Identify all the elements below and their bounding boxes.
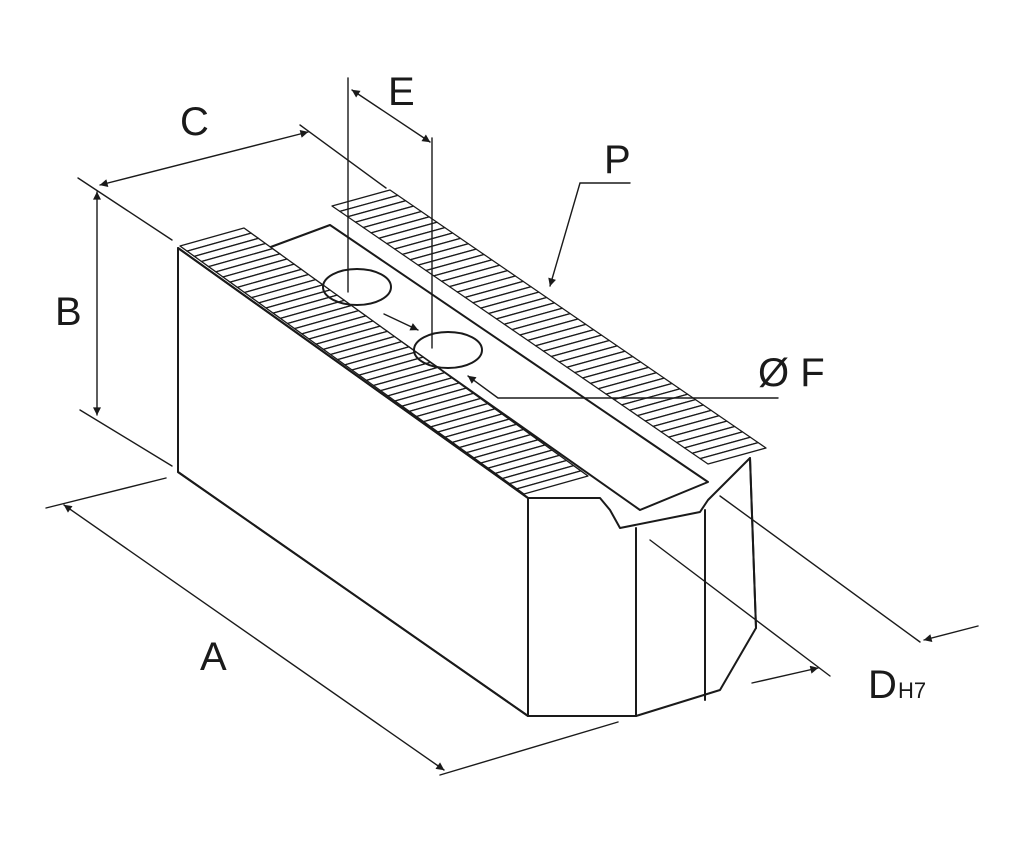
dimension-lines bbox=[45, 77, 979, 776]
mounting-holes bbox=[322, 268, 483, 369]
dim-d-line-left bbox=[751, 665, 819, 684]
dim-p-leader bbox=[548, 182, 631, 287]
label-c: C bbox=[180, 100, 209, 144]
dim-a-line bbox=[63, 504, 445, 771]
jaw-end-face bbox=[527, 457, 757, 717]
front-rail-serrations bbox=[179, 227, 589, 495]
dim-e-line bbox=[351, 89, 431, 143]
dim-c-line bbox=[99, 130, 309, 187]
rear-rail-serrations bbox=[331, 189, 767, 465]
hole-1 bbox=[322, 268, 392, 306]
label-a: A bbox=[200, 635, 227, 679]
label-e: E bbox=[388, 70, 415, 114]
hole-2 bbox=[413, 331, 483, 369]
label-d-tolerance: H7 bbox=[898, 678, 926, 703]
label-f: Ø F bbox=[758, 351, 825, 395]
dim-d-line-right bbox=[923, 625, 979, 642]
serration-tooth bbox=[516, 470, 589, 495]
serration-tooth bbox=[699, 441, 767, 465]
dim-f-leader bbox=[467, 375, 779, 399]
dimension-labels: A B C E P Ø F D H7 bbox=[55, 70, 926, 707]
label-d: D bbox=[868, 663, 897, 707]
label-p: P bbox=[604, 138, 631, 182]
label-b: B bbox=[55, 290, 82, 334]
jaw-step-top bbox=[267, 224, 709, 511]
